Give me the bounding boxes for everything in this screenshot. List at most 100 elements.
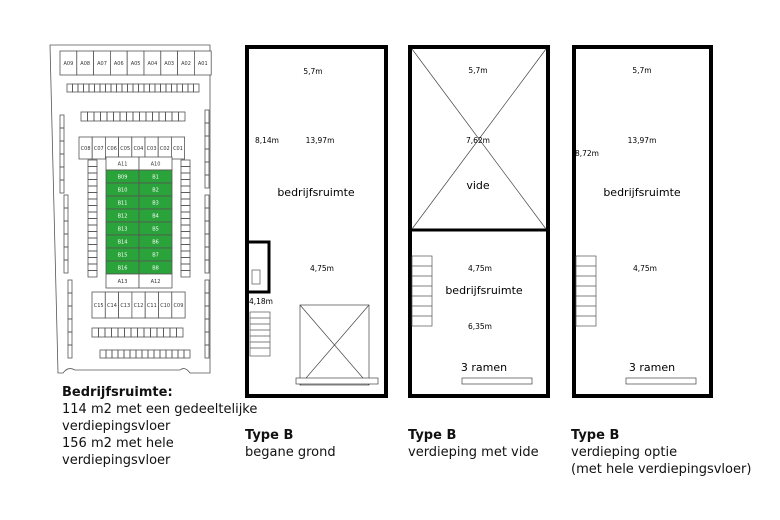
parking-bay <box>165 83 172 93</box>
windows <box>625 377 697 385</box>
unit-label: A06 <box>114 61 124 67</box>
svg-text:5,7m: 5,7m <box>468 66 487 75</box>
plan-verdieping-vide: 5,7m 7,62m vide 4,75m bedrijfsruimte 6,3… <box>408 45 550 398</box>
parking-bay <box>59 127 65 142</box>
parking-bay <box>204 344 210 359</box>
svg-text:3 ramen: 3 ramen <box>461 361 507 374</box>
parking-bay <box>180 244 191 252</box>
unit-label: B3 <box>152 201 159 207</box>
parking-bay <box>132 83 139 93</box>
parking-bay <box>182 83 189 93</box>
parking-bay <box>152 111 160 122</box>
parking-bay <box>59 153 65 168</box>
plan-verdieping-optie: 5,7m 13,97m 8,72m bedrijfsruimte 4,75m 3… <box>572 45 713 398</box>
parking-bay <box>91 327 99 338</box>
parking-bay <box>111 327 119 338</box>
parking-bay <box>129 349 137 359</box>
unit-label: C07 <box>94 146 104 152</box>
parking-bay <box>180 224 191 232</box>
parking-bay <box>180 198 191 206</box>
parking-bay <box>87 218 98 226</box>
unit-label: B13 <box>118 227 128 233</box>
plan-begane-grond: 5,7m 8,14m 13,97m bedrijfsruimte 4,75m 4… <box>245 45 388 398</box>
parking-bay <box>180 250 191 258</box>
parking-bay <box>165 111 173 122</box>
parking-bay <box>204 122 210 137</box>
parking-bay <box>180 263 191 271</box>
unit-label: B6 <box>152 240 159 246</box>
entrance-door <box>295 377 379 385</box>
parking-bay <box>123 349 131 359</box>
unit-label: B2 <box>152 188 159 194</box>
unit-label: C13 <box>120 303 130 309</box>
parking-bay <box>67 318 73 333</box>
parking-bay <box>176 327 184 338</box>
parking-bay <box>87 159 98 167</box>
unit-label: C01 <box>173 146 183 152</box>
parking-bay <box>67 305 73 320</box>
unit-label: C12 <box>134 303 144 309</box>
parking-bay <box>169 327 177 338</box>
unit-label: B16 <box>118 266 128 272</box>
unit-C09 <box>171 291 186 319</box>
svg-text:4,75m: 4,75m <box>633 264 657 273</box>
parking-bay <box>204 292 210 307</box>
parking-bay <box>204 246 210 261</box>
parking-bay <box>98 327 106 338</box>
unit-label: B11 <box>118 201 128 207</box>
unit-label: A07 <box>97 61 107 67</box>
parking-bay <box>204 135 210 150</box>
unit-label: C15 <box>94 303 104 309</box>
dim-c: 4,18m <box>249 297 273 306</box>
parking-bay <box>180 205 191 213</box>
unit-A01 <box>193 50 212 76</box>
parking-bay <box>204 161 210 176</box>
parking-bay <box>139 111 147 122</box>
parking-bay <box>180 257 191 265</box>
dim-b: 13,97m <box>306 136 335 145</box>
unit-label: A04 <box>148 61 158 67</box>
parking-bay <box>143 327 151 338</box>
unit-label: C11 <box>147 303 157 309</box>
parking-bay <box>180 185 191 193</box>
svg-text:5,7m: 5,7m <box>632 66 651 75</box>
svg-text:3 ramen: 3 ramen <box>629 361 675 374</box>
parking-bay <box>87 198 98 206</box>
parking-bay <box>63 220 69 235</box>
parking-bay <box>87 263 98 271</box>
parking-bay <box>180 172 191 180</box>
parking-bay <box>124 327 132 338</box>
svg-text:bedrijfsruimte: bedrijfsruimte <box>603 186 681 199</box>
parking-bay <box>138 83 145 93</box>
parking-bay <box>72 83 79 93</box>
unit-label: C03 <box>147 146 157 152</box>
unit-label: A03 <box>164 61 174 67</box>
unit-label: B4 <box>152 214 159 220</box>
parking-bay <box>93 111 101 122</box>
parking-bay <box>87 111 95 122</box>
svg-text:6,35m: 6,35m <box>468 322 492 331</box>
windows <box>461 377 533 385</box>
parking-bay <box>117 327 125 338</box>
parking-bay <box>105 83 112 93</box>
unit-label: B8 <box>152 266 159 272</box>
svg-text:8,72m: 8,72m <box>575 149 599 158</box>
parking-bay <box>159 349 167 359</box>
unit-label: C06 <box>107 146 117 152</box>
parking-bay <box>106 111 114 122</box>
dim-a: 8,14m <box>255 136 279 145</box>
parking-bay <box>171 83 178 93</box>
parking-bay <box>87 192 98 200</box>
parking-bay <box>87 257 98 265</box>
parking-bay <box>171 111 179 122</box>
unit-A12 <box>138 273 173 289</box>
parking-bay <box>135 349 143 359</box>
parking-bay <box>180 179 191 187</box>
parking-bay <box>165 349 173 359</box>
parking-bay <box>180 211 191 219</box>
